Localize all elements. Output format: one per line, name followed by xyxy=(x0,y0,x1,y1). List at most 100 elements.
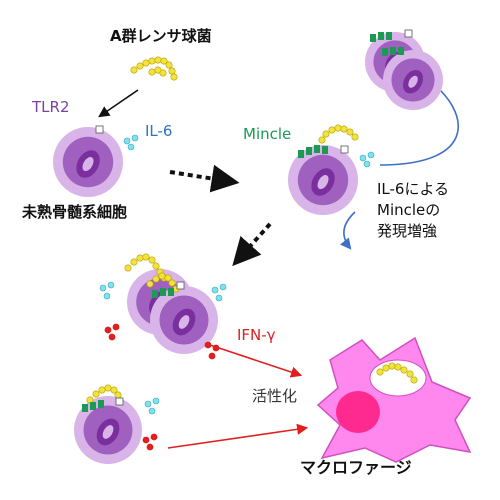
myeloid-cell xyxy=(74,396,142,464)
bacteria-chain xyxy=(159,69,167,77)
maturation-arrow-2 xyxy=(232,222,272,267)
bacteria-chain xyxy=(130,258,138,266)
macrophage-nucleus xyxy=(336,391,380,433)
bacteria-chain xyxy=(110,386,118,394)
bacteria-chain xyxy=(124,264,132,272)
bone-marrow-label: 未熟骨髄系細胞 xyxy=(22,203,128,221)
bacteria-chain xyxy=(104,384,112,392)
il6-dot xyxy=(152,397,160,405)
feedback-arrow xyxy=(340,211,356,250)
infection-arrow xyxy=(98,89,139,118)
bacteria-chain xyxy=(388,362,396,370)
macrophage xyxy=(316,336,472,463)
mincle-receptor xyxy=(168,288,174,296)
il6-dot xyxy=(127,143,135,151)
maturation-arrow-1 xyxy=(169,164,240,193)
ifng-dot xyxy=(112,323,120,331)
mincle-receptor xyxy=(386,32,392,40)
il6-dot xyxy=(144,400,152,408)
nucleus-highlight xyxy=(178,315,190,329)
il6-dot xyxy=(219,283,227,291)
upregulation-arrow xyxy=(379,78,459,166)
myeloid-cell xyxy=(383,50,443,110)
il6-dot xyxy=(131,134,139,142)
mincle-receptor xyxy=(398,47,404,55)
il6-mincle-note: IL-6による Mincleの 発現増強 xyxy=(377,179,449,242)
tlr2-receptor xyxy=(340,145,349,154)
mincle-receptor xyxy=(298,150,304,158)
bacteria-chain xyxy=(410,376,418,384)
mincle-receptor xyxy=(370,34,376,42)
mincle-receptor xyxy=(82,404,88,412)
mincle-receptor xyxy=(98,400,104,408)
mincle-label: Mincle xyxy=(243,125,292,143)
bacteria-chain xyxy=(168,279,176,287)
il6-dot xyxy=(211,286,219,294)
bacteria-chain xyxy=(114,391,122,399)
strep-label: A群レンサ球菌 xyxy=(110,27,212,45)
bacteria-chain xyxy=(164,274,172,282)
bacteria-chain xyxy=(142,253,150,261)
bacteria-chain xyxy=(346,128,354,136)
ifng-dot xyxy=(104,326,112,334)
il6-label: IL-6 xyxy=(145,122,173,140)
tlr2-receptor xyxy=(95,125,104,134)
ifng-dot xyxy=(150,433,158,441)
bacteria-chain xyxy=(158,272,166,280)
bacteria-chain xyxy=(340,125,348,133)
bacteria-chain xyxy=(406,370,414,378)
ifng-arrow-2 xyxy=(167,423,309,449)
bacteria-chain xyxy=(334,124,342,132)
il6-dot xyxy=(107,281,115,289)
bacteria-chain xyxy=(98,386,106,394)
tlr2-receptor xyxy=(115,397,124,406)
il6-dot xyxy=(367,151,375,159)
bacteria-chain xyxy=(160,57,168,65)
nucleus-highlight xyxy=(408,75,418,88)
nucleus-highlight xyxy=(317,174,329,190)
ifng-dot xyxy=(208,352,216,360)
il6-dot xyxy=(148,407,156,415)
ifng-dot xyxy=(108,333,116,341)
bacteria-chain xyxy=(136,254,144,262)
ifng-dot xyxy=(146,443,154,451)
tlr2-receptor xyxy=(404,29,413,38)
mincle-receptor xyxy=(314,145,320,153)
il6-dot xyxy=(215,294,223,302)
bacteria-chain xyxy=(130,66,138,74)
ifng-label: IFN-γ xyxy=(237,326,276,344)
ifng-dot xyxy=(212,344,220,352)
il6-dot xyxy=(123,137,131,145)
bacteria-chain xyxy=(376,368,384,376)
bacteria-chain xyxy=(165,61,173,69)
bacteria-chain xyxy=(394,363,402,371)
bacteria-chain xyxy=(152,275,160,283)
il6-dot xyxy=(359,154,367,162)
note-line-2: Mincleの xyxy=(377,201,441,219)
note-line-1: IL-6による xyxy=(377,180,450,198)
myeloid-cell xyxy=(53,127,123,197)
bacteria-chain xyxy=(136,62,144,70)
bacteria-chain xyxy=(322,130,330,138)
bacteria-chain xyxy=(148,68,156,76)
macrophage-label: マクロファージ xyxy=(300,458,412,477)
activation-label: 活性化 xyxy=(252,387,298,405)
myeloid-cell xyxy=(288,145,358,215)
note-line-3: 発現増強 xyxy=(377,222,438,240)
il6-dot xyxy=(103,292,111,300)
tlr2-receptor xyxy=(176,281,185,290)
il6-dot xyxy=(99,284,107,292)
bacteria-chain xyxy=(92,390,100,398)
ifng-arrow-1 xyxy=(209,344,303,378)
mincle-receptor xyxy=(160,288,166,296)
bacteria-chain xyxy=(328,126,336,134)
mincle-receptor xyxy=(390,47,396,55)
bacteria-chain xyxy=(148,256,156,264)
bacteria-chain xyxy=(152,262,160,270)
bacteria-chain xyxy=(400,366,408,374)
bacteria-chain xyxy=(148,57,156,65)
il6-dot xyxy=(363,160,371,168)
bacteria-chain xyxy=(146,280,154,288)
mincle-receptor xyxy=(322,146,328,154)
